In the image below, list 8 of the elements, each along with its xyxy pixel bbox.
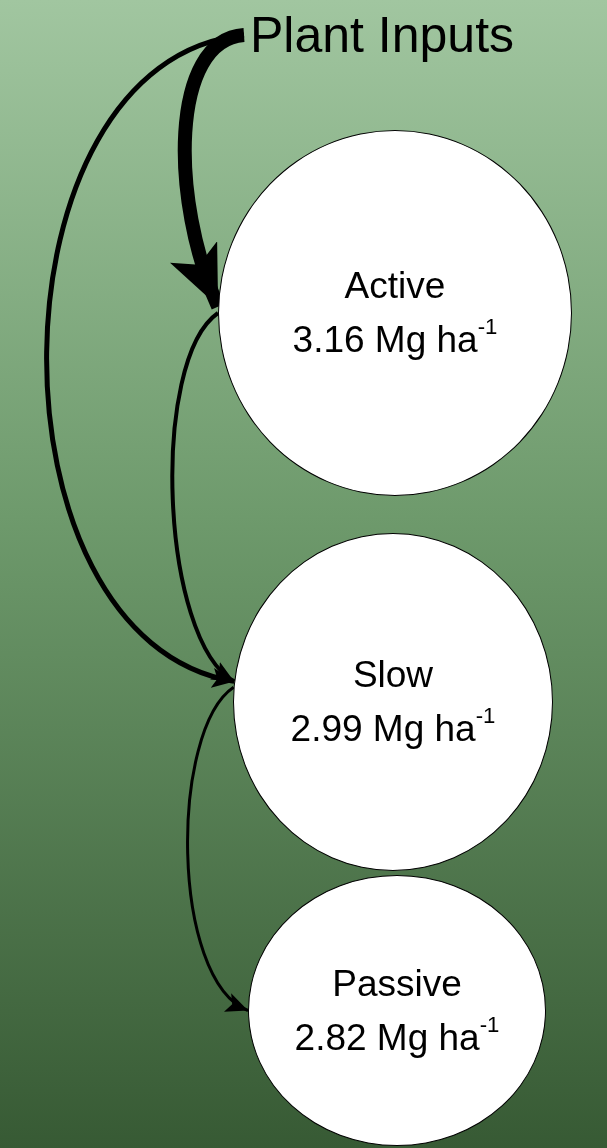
arrow <box>186 686 249 1012</box>
pool-label: 2.82 Mg ha$^{-1}$ <box>294 1010 500 1060</box>
pool-label: 2.99 Mg ha$^{-1}$ <box>290 702 496 751</box>
pool-label: 3.16 Mg ha$^{-1}$ <box>292 313 498 362</box>
input-label: Plant Inputs <box>244 5 600 65</box>
pool-label: Passive <box>332 961 462 1006</box>
pool-label: Slow <box>352 653 434 698</box>
pool-label: Active <box>344 264 446 309</box>
